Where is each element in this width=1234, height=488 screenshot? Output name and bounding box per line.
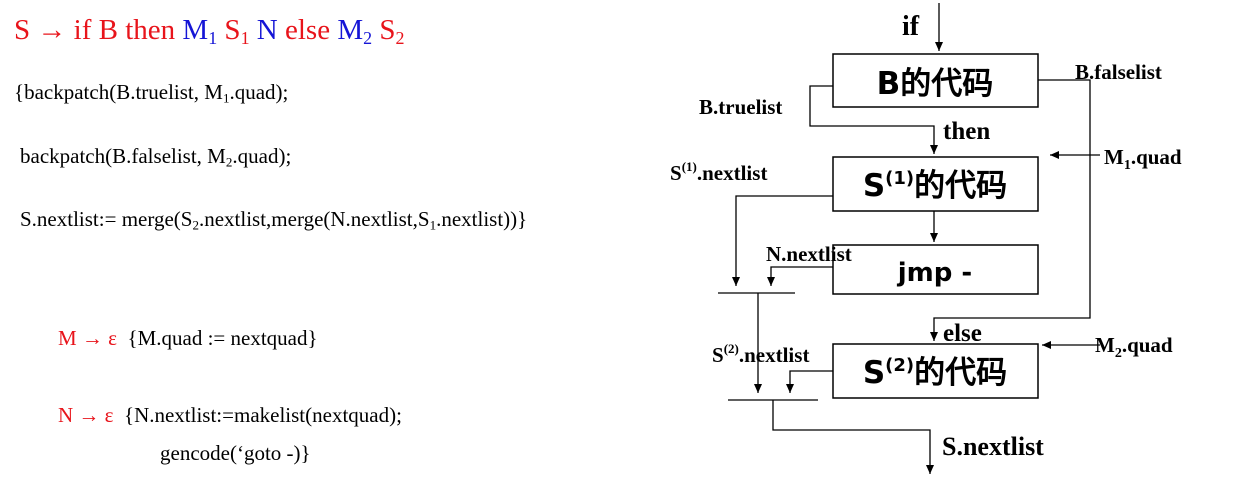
box-jmp	[832, 244, 1039, 295]
action-line-3: S.nextlist:= merge(S2.nextlist,merge(N.n…	[20, 207, 528, 233]
box-s2-label: S(2)的代码	[863, 355, 1007, 391]
truelist-arrow	[809, 85, 938, 154]
box-s2-code	[832, 343, 1039, 399]
m-epsilon-rule: M → ε {M.quad := nextquad}	[58, 326, 318, 351]
action-line-1: {backpatch(B.truelist, M1.quad);	[14, 80, 289, 106]
box-jmp-label: jmp -	[897, 258, 972, 288]
symbol-n: N	[256, 14, 278, 46]
m2-quad-label: M2.quad	[1095, 333, 1173, 361]
if-then-keywords: if B then	[73, 14, 176, 46]
n-rule-action: {N.nextlist:=makelist(nextquad);	[123, 403, 402, 427]
n-rule-lhs: N → ε	[58, 403, 114, 427]
s1-nextlist-label: S(1).nextlist	[670, 159, 767, 185]
truelist-label: B.truelist	[699, 95, 782, 119]
s2-nextlist-arrow	[786, 370, 833, 393]
m-rule-lhs: M → ε	[58, 326, 117, 350]
action-line-2: backpatch(B.falselist, M2.quad);	[20, 144, 292, 170]
n-rule-action-line-2: gencode(‘goto -)}	[160, 441, 311, 465]
production-rule-s: S → if B then M1 S1 N else M2 S2	[14, 14, 405, 47]
falselist-label: B.falselist	[1075, 60, 1162, 84]
s-nextlist-label: S.nextlist	[942, 432, 1044, 461]
symbol-m1: M1	[182, 14, 218, 49]
box-s1-code	[832, 156, 1039, 212]
then-label: then	[943, 118, 990, 145]
m-rule-action: {M.quad := nextquad}	[127, 326, 318, 350]
box-b-label: B的代码	[877, 66, 994, 102]
n-nextlist-label: N.nextlist	[766, 242, 852, 266]
symbol-s2: S2	[379, 14, 405, 49]
else-keyword: else	[285, 14, 331, 46]
box-b-code	[832, 53, 1039, 108]
n-nextlist-arrow	[767, 266, 833, 286]
m1-quad-label: M1.quad	[1104, 145, 1182, 173]
symbol-m2: M2	[337, 14, 373, 49]
symbol-s1: S1	[224, 14, 250, 49]
s1-nextlist-arrow	[732, 195, 833, 286]
n-epsilon-rule: N → ε {N.nextlist:=makelist(nextquad);	[58, 403, 402, 428]
rule-lhs: S	[14, 14, 31, 46]
falselist-arrow	[930, 79, 1091, 341]
if-label: if	[902, 11, 920, 42]
box-s1-label: S(1)的代码	[863, 168, 1007, 204]
s-nextlist-arrow	[772, 400, 934, 474]
s2-nextlist-label: S(2).nextlist	[712, 341, 809, 367]
arrow-symbol: →	[37, 14, 67, 46]
else-label: else	[943, 320, 982, 347]
